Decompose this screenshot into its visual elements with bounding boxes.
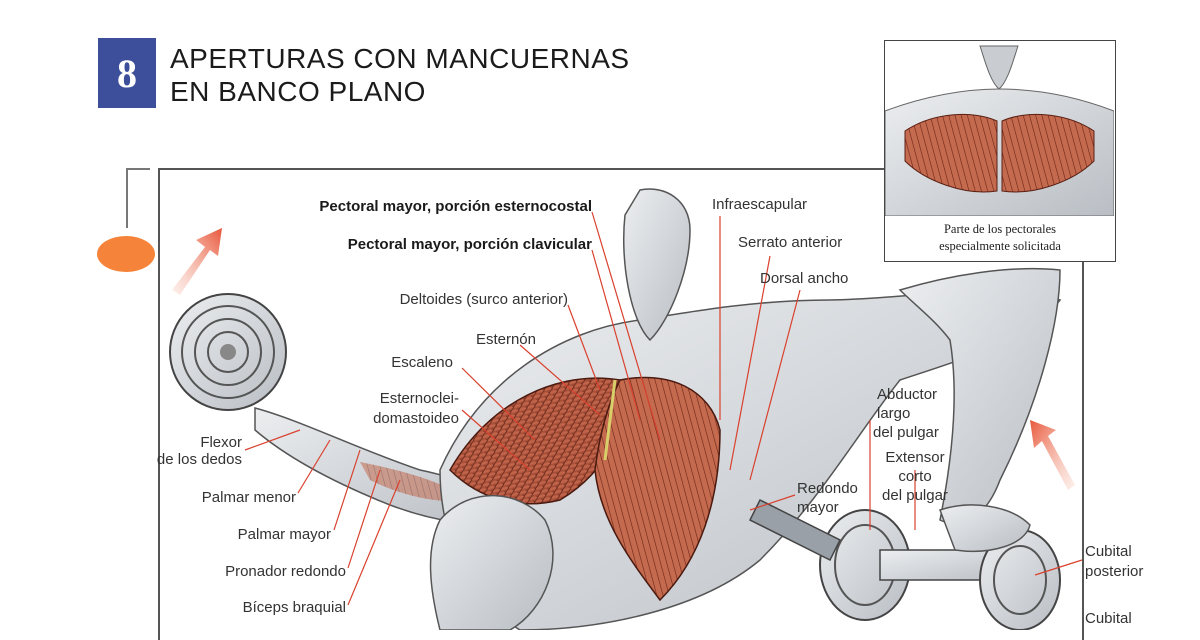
illustration-frame bbox=[158, 168, 1084, 640]
inset-torso-illustration bbox=[885, 45, 1114, 216]
label-infraescapular: Infraescapular bbox=[712, 196, 808, 213]
label-cubital: Cubital bbox=[1085, 610, 1132, 627]
label-pectoral-esternocostal: Pectoral mayor, porción esternocostal bbox=[319, 198, 592, 215]
exercise-number: 8 bbox=[117, 50, 137, 96]
page-title: APERTURAS CON MANCUERNAS EN BANCO PLANO bbox=[170, 42, 630, 108]
label-redondo-1: Redondo bbox=[797, 480, 858, 497]
label-pronador: Pronador redondo bbox=[225, 563, 346, 580]
exercise-number-badge: 8 bbox=[98, 38, 156, 108]
title-line-2: EN BANCO PLANO bbox=[170, 76, 426, 107]
label-esternocleido-2: domastoideo bbox=[373, 410, 459, 427]
label-dorsal: Dorsal ancho bbox=[760, 270, 849, 287]
label-flexor-2: de los dedos bbox=[156, 451, 242, 468]
leader-lines bbox=[244, 211, 1083, 606]
label-biceps: Bíceps braquial bbox=[242, 599, 346, 616]
label-extensor-2: corto bbox=[898, 468, 932, 485]
title-line-1: APERTURAS CON MANCUERNAS bbox=[170, 43, 630, 74]
label-flexor-1: Flexor bbox=[200, 434, 242, 451]
label-abductor-3: del pulgar bbox=[873, 424, 939, 441]
label-extensor-1: Extensor bbox=[885, 449, 945, 466]
label-esternocleido-1: Esternoclei- bbox=[379, 390, 459, 407]
label-pectoral-clavicular: Pectoral mayor, porción clavicular bbox=[347, 236, 592, 253]
inset-caption: Parte de los pectorales especialmente so… bbox=[885, 221, 1115, 255]
label-esternon: Esternón bbox=[475, 331, 536, 348]
label-palmar-menor: Palmar menor bbox=[201, 489, 296, 506]
left-dumbbell bbox=[169, 293, 287, 411]
label-palmar-mayor: Palmar mayor bbox=[237, 526, 331, 543]
label-cubital-posterior-2: posterior bbox=[1085, 563, 1144, 580]
label-deltoides: Deltoides (surco anterior) bbox=[399, 291, 568, 308]
right-dumbbell bbox=[819, 509, 1061, 630]
label-cubital-posterior-1: Cubital bbox=[1085, 543, 1132, 560]
orange-marker bbox=[97, 236, 155, 272]
margin-bracket bbox=[126, 168, 150, 228]
label-extensor-3: del pulgar bbox=[882, 487, 948, 504]
pectorals-inset: Parte de los pectorales especialmente so… bbox=[884, 40, 1116, 262]
label-serrato: Serrato anterior bbox=[738, 234, 843, 251]
label-abductor-1: Abductor bbox=[877, 386, 938, 403]
label-abductor-2: largo bbox=[877, 405, 911, 422]
right-up-arrow-icon bbox=[1030, 420, 1075, 490]
inset-caption-line-1: Parte de los pectorales bbox=[943, 222, 1057, 236]
label-redondo-2: mayor bbox=[797, 499, 839, 516]
label-escaleno: Escaleno bbox=[391, 354, 453, 371]
left-up-arrow-icon bbox=[172, 228, 222, 295]
inset-caption-line-2: especialmente solicitada bbox=[939, 239, 1061, 253]
